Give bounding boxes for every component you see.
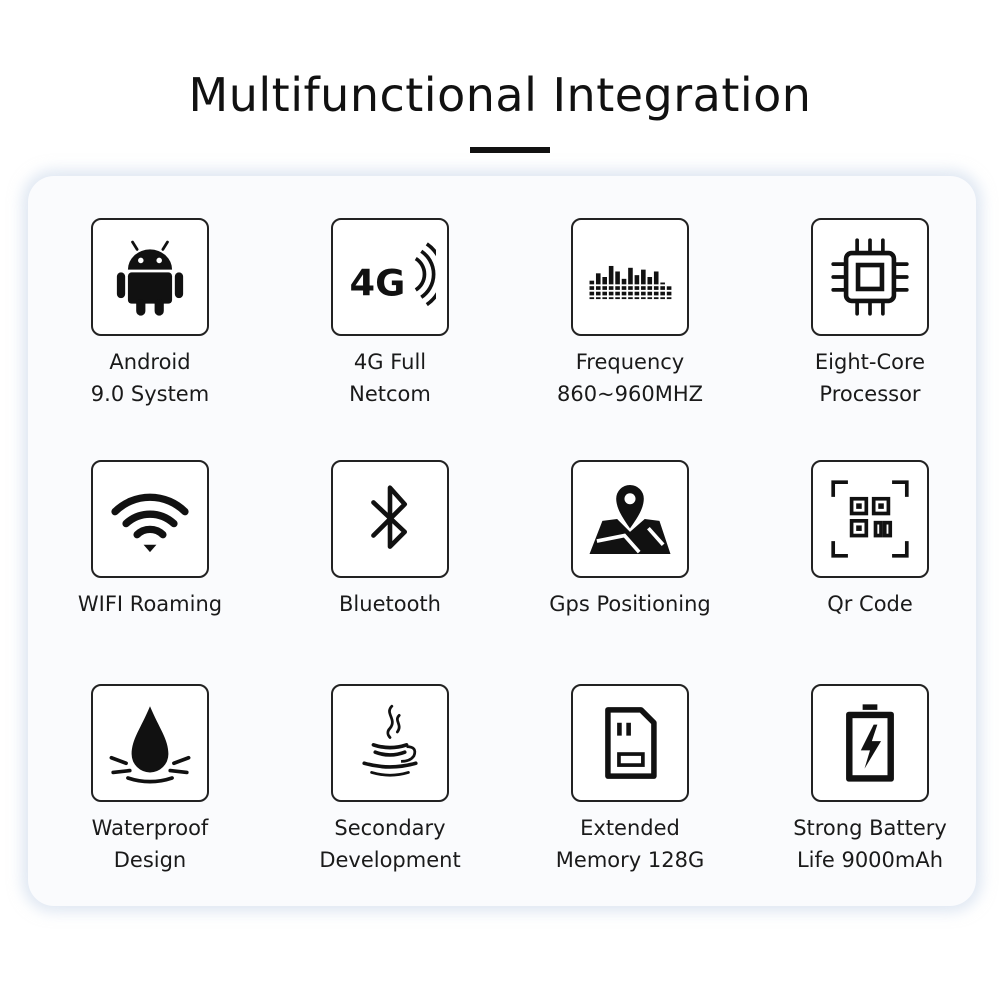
icon-box	[571, 218, 689, 336]
title-underline	[470, 147, 550, 153]
icon-box	[811, 218, 929, 336]
feature-eight-core: Eight-Core Processor	[750, 218, 990, 410]
icon-box	[331, 684, 449, 802]
battery-charge-icon	[846, 704, 894, 782]
icon-box: 4G	[331, 218, 449, 336]
feature-label: 4G Full Netcom	[349, 350, 431, 406]
features-grid: Android 9.0 System 4G 4G Full Netcom	[30, 218, 990, 898]
icon-box	[571, 460, 689, 578]
4g-signal-icon: 4G	[350, 242, 436, 307]
feature-android: Android 9.0 System	[30, 218, 270, 410]
feature-label: Eight-Core Processor	[814, 350, 926, 406]
feature-label: Gps Positioning	[549, 592, 711, 616]
qr-scan-icon	[831, 480, 909, 558]
feature-label: Waterproof Design	[91, 816, 209, 872]
java-cup-icon	[362, 704, 418, 777]
feature-waterproof: Waterproof Design	[30, 684, 270, 876]
feature-label: Qr Code	[827, 592, 913, 616]
feature-frequency: Frequency 860~960MHZ	[510, 218, 750, 410]
water-drop-icon	[109, 706, 191, 784]
feature-bluetooth: Bluetooth	[270, 460, 510, 620]
cpu-chip-icon	[831, 238, 909, 316]
icon-box	[331, 460, 449, 578]
map-pin-icon	[589, 483, 671, 554]
icon-box	[571, 684, 689, 802]
wifi-icon	[111, 493, 189, 553]
feature-secondary-development: Secondary Development	[270, 684, 510, 876]
feature-gps: Gps Positioning	[510, 460, 750, 620]
icon-box	[91, 460, 209, 578]
feature-extended-memory: Extended Memory 128G	[510, 684, 750, 876]
feature-battery: Strong Battery Life 9000mAh	[750, 684, 990, 876]
frequency-bars-icon	[584, 265, 676, 300]
android-icon	[116, 240, 184, 316]
feature-wifi: WIFI Roaming	[30, 460, 270, 620]
sd-card-icon	[605, 707, 657, 779]
feature-label: WIFI Roaming	[77, 592, 223, 616]
feature-label: Secondary Development	[319, 816, 461, 872]
icon-box	[811, 460, 929, 578]
bluetooth-icon	[371, 485, 408, 549]
page-title: Multifunctional Integration	[188, 68, 812, 122]
icon-box	[91, 218, 209, 336]
feature-label: Android 9.0 System	[90, 350, 210, 406]
feature-label: Frequency 860~960MHZ	[556, 350, 704, 406]
feature-label: Extended Memory 128G	[555, 816, 705, 872]
feature-4g: 4G 4G Full Netcom	[270, 218, 510, 410]
feature-qr-code: Qr Code	[750, 460, 990, 620]
4g-text: 4G	[350, 261, 406, 304]
feature-label: Bluetooth	[339, 592, 441, 616]
icon-box	[811, 684, 929, 802]
feature-label: Strong Battery Life 9000mAh	[793, 816, 947, 872]
icon-box	[91, 684, 209, 802]
